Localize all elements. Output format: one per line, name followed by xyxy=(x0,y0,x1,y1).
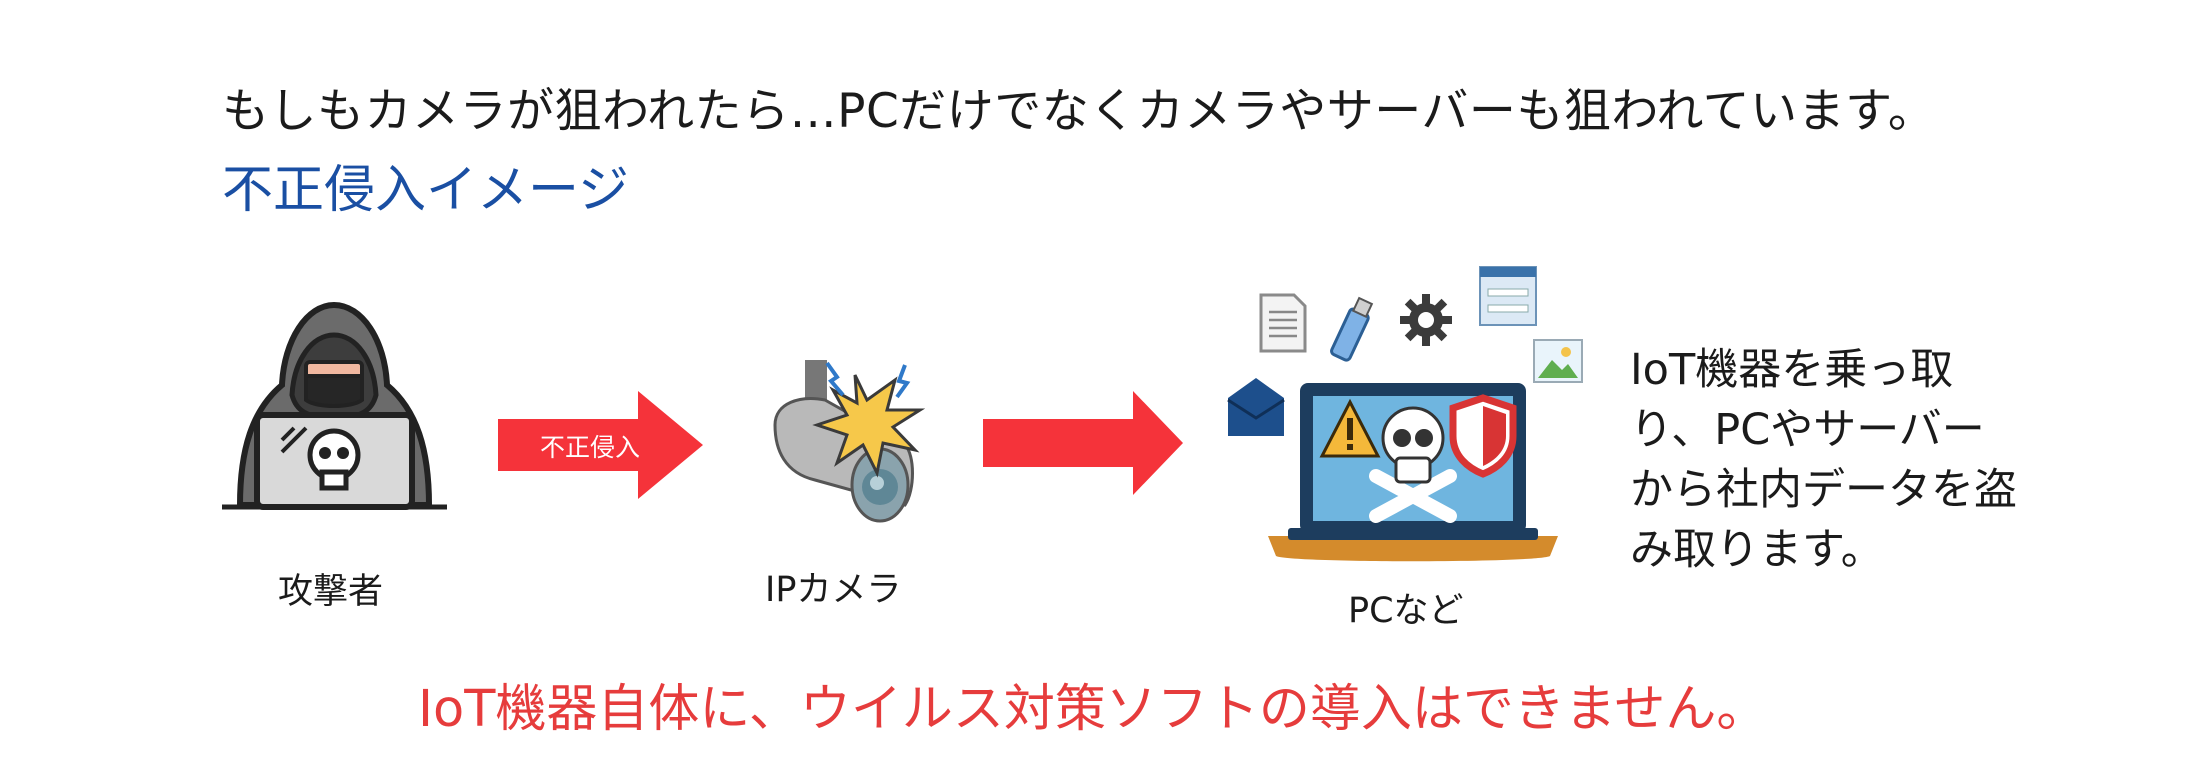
hacked-ip-camera-icon xyxy=(773,360,925,523)
attacker-label: 攻撃者 xyxy=(278,572,384,612)
diagram-title: 不正侵入イメージ xyxy=(222,161,629,220)
intrusion-arrow xyxy=(498,391,703,499)
hacker-icon xyxy=(222,301,447,510)
side-text-line: り、PCやサーバー xyxy=(1630,405,1985,455)
gear-icon xyxy=(1400,294,1452,346)
pc-label: PCなど xyxy=(1348,591,1464,631)
attack-arrow xyxy=(983,391,1183,495)
camera-label: IPカメラ xyxy=(765,570,902,610)
side-text-line: IoT機器を乗っ取 xyxy=(1630,345,1954,395)
infected-laptop-icon xyxy=(1268,383,1558,562)
side-explanation: IoT機器を乗っ取 り、PCやサーバー から社内データを盗 み取ります。 xyxy=(1630,340,2050,580)
mail-icon xyxy=(1227,378,1285,436)
intrusion-arrow-label: 不正侵入 xyxy=(540,433,641,462)
document-icon xyxy=(1259,293,1307,353)
login-window-icon xyxy=(1479,266,1537,326)
headline: もしもカメラが狙われたら…PCだけでなくカメラやサーバーも狙われています。 xyxy=(222,84,1936,139)
warning-note: IoT機器自体に、ウイルス対策ソフトの導入はできません。 xyxy=(418,680,1768,739)
usb-icon xyxy=(1330,296,1374,362)
image-icon xyxy=(1533,339,1583,383)
side-text-line: み取ります。 xyxy=(1630,525,1884,575)
side-text-line: から社内データを盗 xyxy=(1630,465,2017,515)
